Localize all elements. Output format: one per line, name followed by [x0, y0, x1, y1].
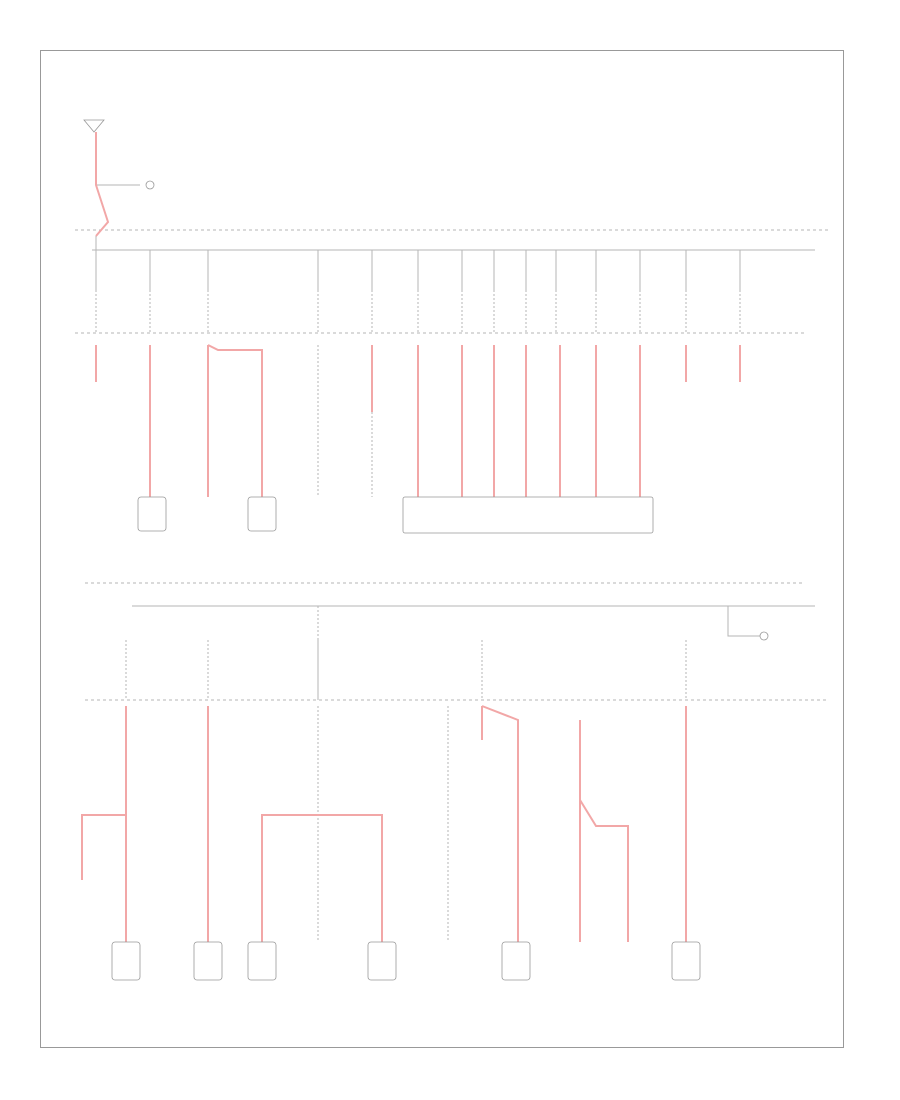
wire-lower-branch-left	[81, 814, 126, 880]
module-lower-4	[501, 941, 531, 981]
wire-lower-branch-right	[481, 705, 519, 942]
wire-battery-feed	[95, 132, 110, 237]
bus-and-ground-lines	[75, 184, 828, 942]
power-wires	[81, 132, 741, 942]
module-lower-5	[671, 941, 701, 981]
wire-upper-branch	[207, 344, 263, 497]
diagram-frame	[40, 50, 844, 1048]
wire-lower-branch-far	[579, 799, 629, 942]
module-lower-3	[367, 941, 397, 981]
connector-lower-right	[759, 631, 769, 641]
wire-lower-branch-mid	[261, 814, 383, 942]
lower-branch-right	[727, 606, 760, 637]
components	[83, 119, 769, 981]
module-lower-0	[111, 941, 141, 981]
body-control-module	[402, 496, 654, 534]
connector-top	[145, 180, 155, 190]
battery-symbol	[83, 119, 105, 133]
module-upper-1	[247, 496, 277, 532]
module-lower-2	[247, 941, 277, 981]
module-lower-1	[193, 941, 223, 981]
module-upper-0	[137, 496, 167, 532]
